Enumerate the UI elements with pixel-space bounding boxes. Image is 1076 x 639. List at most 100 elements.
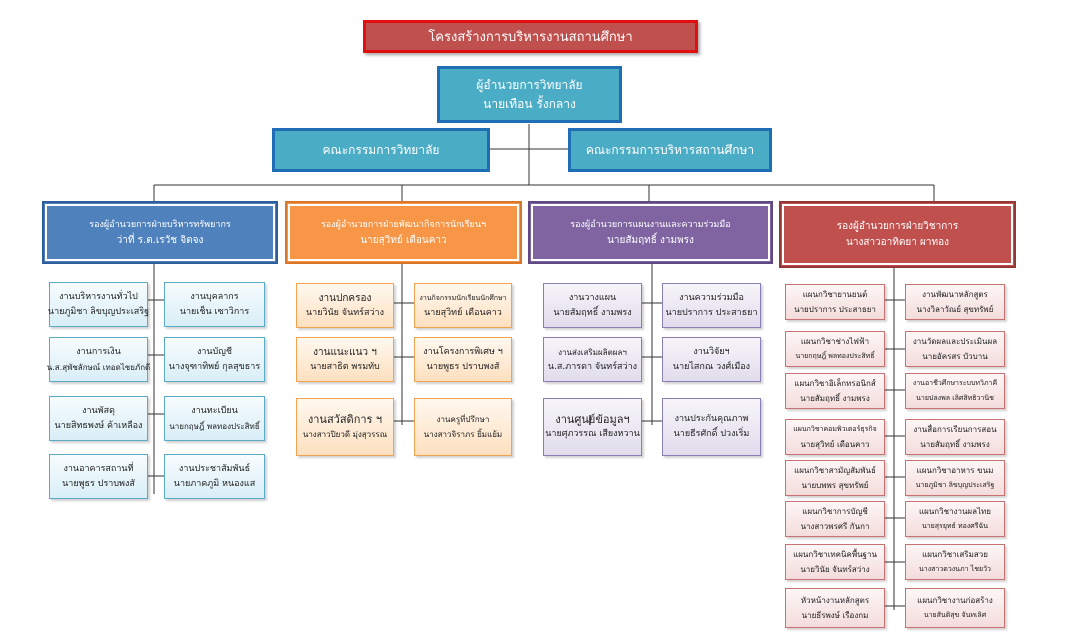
academic-unit-box: แผนกวิชาคอมพิวเตอร์ธุรกิจนายสุวิทย์ เดือ… — [785, 419, 885, 455]
academic-unit-box: แผนกวิชาอิเล็กทรอนิกส์นายสัมฤทธิ์ งามพรง — [785, 373, 885, 409]
resource-unit-box: งานอาคารสถานที่นายพูธร ปราบพงสั — [49, 454, 148, 499]
school-committee-box: คณะกรรมการบริหารสถานศึกษา — [568, 128, 772, 172]
unit-head: นางสาวดวงนภา ไชยวัว — [919, 565, 991, 573]
unit-name: งานวางแผน — [568, 292, 617, 303]
unit-head: นายสุวิทย์ เดือนคาว — [800, 440, 870, 449]
unit-head: นายปราการ ประสาธยา — [794, 305, 876, 314]
unit-head: นายสันติสุข จันทเลิศ — [923, 611, 987, 619]
unit-name: งานศูนย์ข้อมูลฯ — [555, 413, 630, 426]
unit-name: งานการเงิน — [76, 346, 121, 357]
unit-name: งานทะเบียน — [191, 405, 238, 416]
unit-name: งานอาชีวศึกษาระบบทวิภาคี — [912, 379, 998, 387]
director-position: ผู้อำนวยการวิทยาลัย — [476, 77, 583, 92]
unit-name: งานปกครอง — [318, 292, 372, 304]
student-division-head: รองผู้อำนวยการฝ่ายพัฒนากิจการนักเรียนฯ น… — [285, 201, 522, 264]
resource-division-name: ว่าที่ ร.ต.เรวัช จิตจง — [116, 234, 204, 246]
academic-unit-box: หัวหน้างานหลักสูตรนายธีรพงษ์ เรืองกม — [785, 588, 885, 628]
resource-unit-box: งานพัสดุนายสิทธพงษ์ ค้าเหลือง — [49, 396, 148, 441]
academic-division-title: รองผู้อำนวยการฝ่ายวิชาการ — [836, 220, 959, 232]
chart-title: โครงสร้างการบริหารงานสถานศึกษา — [363, 20, 698, 53]
unit-name: งานครูที่ปรึกษา — [436, 415, 490, 424]
unit-name: แผนกวิชาอิเล็กทรอนิกส์ — [794, 379, 876, 388]
academic-unit-box: แผนกวิชาเสริมสวยนางสาวดวงนภา ไชยวัว — [905, 544, 1005, 580]
unit-name: แผนกวิชายานยนต์ — [802, 290, 868, 299]
unit-head: นายธีรศักดิ์ ปวงเริ่ม — [673, 429, 750, 439]
director-name: นายเทือน รั้งกลาง — [483, 96, 576, 111]
unit-name: หัวหน้างานหลักสูตร — [800, 596, 870, 605]
resource-unit-box: งานประชาสัมพันธ์นายภาคภูมิ หนองแส — [164, 454, 265, 499]
unit-name: งานสวัสดิการ ฯ — [307, 413, 383, 426]
unit-name: งานกิจกรรมนักเรียนนักศึกษา — [419, 293, 507, 302]
academic-division-head: รองผู้อำนวยการฝ่ายวิชาการ นางสาวอาทิตยา … — [779, 201, 1016, 268]
student-unit-box: งานครูที่ปรึกษานางสาวจิราภร ยิ้มแย้ม — [414, 398, 512, 456]
resource-unit-box: งานบุคลากรนายเช็น เซาวิการ — [164, 282, 265, 327]
unit-name: งานบริหารงานทั่วไป — [59, 291, 138, 302]
unit-name: งานโครงการพิเศษ ฯ — [423, 346, 503, 357]
academic-unit-box: แผนกวิชาสามัญสัมพันธ์นายบพพร สุขทรัพย์ — [785, 460, 885, 496]
planning-unit-box: งานวิจัยฯนายไสกณ วงศ์เมือง — [662, 337, 761, 382]
planning-division-head: รองผู้อำนวยการแผนงานและความร่วมมือ นายสั… — [528, 201, 773, 264]
unit-name: งานวัดผลและประเมินผล — [912, 337, 998, 346]
unit-name: แผนกวิชาการบัญชี — [802, 507, 868, 516]
resource-unit-box: งานการเงินน.ส.สุพัชลักษณ์ เทอดไชยภักดี — [47, 337, 150, 382]
unit-head: นายพูธร ปราบพงสั — [62, 478, 135, 489]
planning-unit-box: งานความร่วมมือนายปราการ ประสาธยา — [662, 283, 761, 328]
unit-head: นายสิทธพงษ์ ค้าเหลือง — [54, 420, 143, 431]
unit-head: นายไสกณ วงศ์เมือง — [672, 361, 751, 372]
unit-head: นายธีรพงษ์ เรืองกม — [801, 611, 869, 620]
academic-unit-box: แผนกวิชาอาหาร ขนมนายภูมิชา ลิขบุญประเสริ… — [905, 460, 1005, 496]
unit-name: งานบัญชี — [196, 346, 233, 357]
unit-head: นายสัมฤทธิ์ งามพรง — [800, 394, 870, 403]
planning-division-title: รองผู้อำนวยการแผนงานและความร่วมมือ — [570, 219, 731, 230]
unit-head: นายเช็น เซาวิการ — [179, 306, 250, 317]
unit-head: นางสาวพรศรี กันกา — [800, 522, 870, 531]
unit-head: นายสัมฤทธิ์ งามพรง — [920, 440, 990, 449]
unit-head: นายสาธิต พรมทับ — [310, 361, 380, 372]
student-unit-box: งานปกครองนายวินัย จันทร์สว่าง — [296, 283, 394, 328]
planning-division-name: นายสัมฤทธิ์ งามพรง — [607, 234, 694, 246]
unit-head: นายปราการ ประสาธยา — [665, 307, 758, 318]
resource-unit-box: งานบัญชีนางจุฑาทิพย์ กุลสุขธาร — [164, 337, 265, 382]
unit-name: แผนกวิชาคอมพิวเตอร์ธุรกิจ — [793, 425, 877, 433]
school-committee-label: คณะกรรมการบริหารสถานศึกษา — [585, 142, 755, 157]
student-division-name: นายสุวิทย์ เดือนคาว — [360, 234, 447, 246]
unit-head: นายภูมิชา ลิขบุญประเสริฐ — [47, 306, 150, 317]
unit-name: งานบุคลากร — [190, 291, 239, 302]
unit-head: นายสุวิทย์ เดือนคาว — [424, 307, 502, 318]
academic-unit-box: งานสื่อการเรียนการสอนนายสัมฤทธิ์ งามพรง — [905, 419, 1005, 455]
academic-unit-box: แผนกวิชางานผลไทยนายสุรยุทธ์ ทองศรีฉัน — [905, 501, 1005, 537]
unit-head: นายศุภวรรณ เสียงหวาน — [545, 429, 640, 439]
academic-unit-box: งานพัฒนาหลักสูตรนางวิลาวัณย์ สุขทรัพย์ — [905, 284, 1005, 320]
student-unit-box: งานกิจกรรมนักเรียนนักศึกษานายสุวิทย์ เดื… — [414, 283, 512, 328]
unit-head: นายปลงพล เลิศสิทธิวานิช — [916, 394, 994, 402]
planning-unit-box: งานส่งเสริมผลิตผลฯน.ส.ภารดา จันทร์สว่าง — [543, 337, 642, 382]
unit-name: งานความร่วมมือ — [679, 292, 744, 303]
unit-name: แผนกวิชางานก่อสร้าง — [917, 596, 993, 605]
planning-unit-box: งานศูนย์ข้อมูลฯนายศุภวรรณ เสียงหวาน — [543, 398, 642, 456]
resource-division-title: รองผู้อำนวยการฝ่ายบริหารทรัพยากร — [89, 219, 231, 230]
unit-name: แผนกวิชางานผลไทย — [918, 507, 991, 516]
academic-unit-box: งานอาชีวศึกษาระบบทวิภาคีนายปลงพล เลิศสิท… — [905, 373, 1005, 409]
academic-division-name: นางสาวอาทิตยา ผาทอง — [846, 236, 949, 248]
unit-name: งานประชาสัมพันธ์ — [178, 463, 251, 474]
unit-head: นางสาวจิราภร ยิ้มแย้ม — [423, 430, 503, 439]
unit-head: นายวินัย จันทร์สว่าง — [800, 565, 870, 574]
unit-name: งานแนะแนว ฯ — [313, 346, 377, 358]
unit-head: นายกฤษฎิ์ พลทองประสิทธิ์ — [169, 421, 260, 431]
resource-unit-box: งานบริหารงานทั่วไปนายภูมิชา ลิขบุญประเสร… — [47, 282, 150, 327]
student-unit-box: งานแนะแนว ฯนายสาธิต พรมทับ — [296, 337, 394, 382]
unit-name: งานวิจัยฯ — [693, 346, 730, 357]
unit-name: งานส่งเสริมผลิตผลฯ — [558, 347, 627, 357]
unit-name: งานอาคารสถานที่ — [63, 463, 134, 474]
planning-unit-box: งานวางแผนนายสัมฤทธิ์ งามพรง — [543, 283, 642, 328]
academic-unit-box: แผนกวิชาช่างไฟฟ้านายกฤษฎิ์ พลทองประสิทธิ… — [785, 331, 885, 367]
director-box: ผู้อำนวยการวิทยาลัย นายเทือน รั้งกลาง — [437, 66, 622, 123]
unit-head: นายอัครสร บัวบาน — [922, 352, 988, 361]
unit-name: งานสื่อการเรียนการสอน — [913, 425, 997, 434]
unit-head: นายภาคภูมิ หนองแส — [173, 478, 256, 489]
academic-unit-box: แผนกวิชาเทคนิคพื้นฐานนายวินัย จันทร์สว่า… — [785, 544, 885, 580]
college-committee-box: คณะกรรมการวิทยาลัย — [272, 128, 490, 172]
resource-division-head: รองผู้อำนวยการฝ่ายบริหารทรัพยากร ว่าที่ … — [42, 201, 278, 264]
academic-unit-box: แผนกวิชาการบัญชีนางสาวพรศรี กันกา — [785, 501, 885, 537]
